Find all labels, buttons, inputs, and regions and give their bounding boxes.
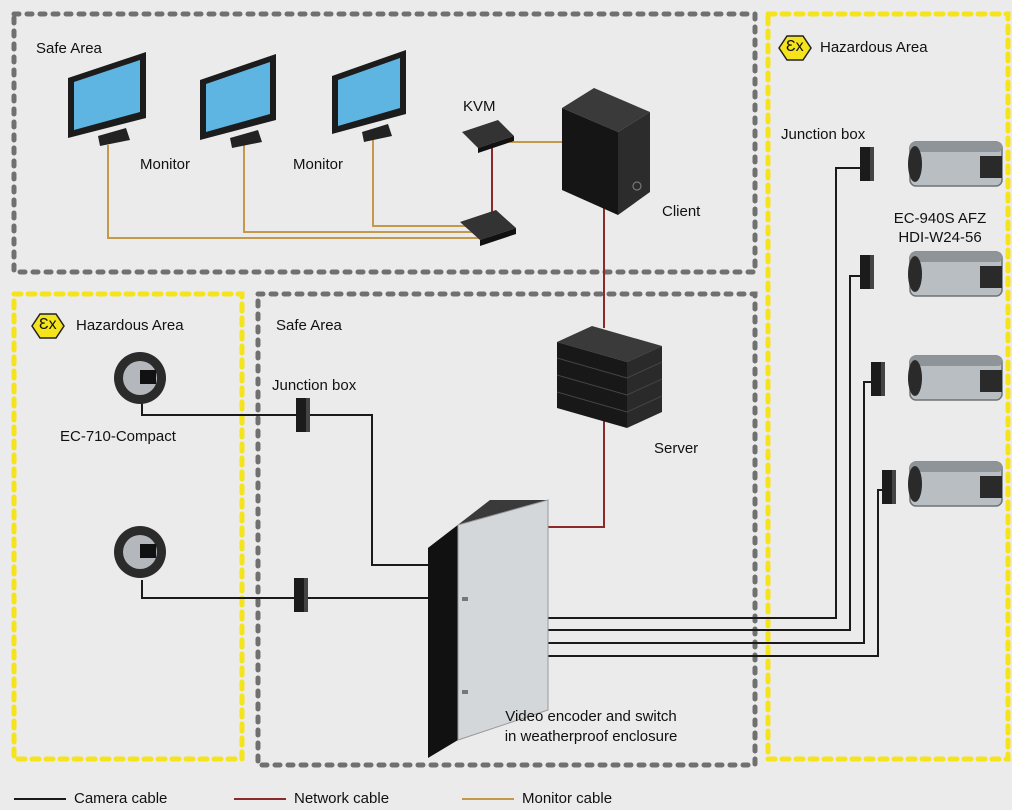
- monitor-2: [200, 54, 276, 148]
- ex-symbol-right: Ɛx: [786, 38, 804, 55]
- zone-label-right-hazard: Hazardous Area: [820, 39, 928, 56]
- junction-box-right-2: [860, 255, 874, 289]
- zone-label-top-safe: Safe Area: [36, 40, 102, 57]
- monitor-1-label: Monitor: [140, 156, 191, 173]
- zone-top-safe-border: [11, 11, 758, 275]
- client-pc: [562, 88, 650, 215]
- client-label: Client: [662, 203, 701, 220]
- compact-camera-2: [114, 526, 166, 578]
- encoder-label-line1: Video encoder and switch: [505, 708, 677, 725]
- monitor-2-label: Monitor: [293, 156, 344, 173]
- legend-camera-label: Camera cable: [74, 790, 168, 807]
- server-label: Server: [654, 440, 699, 457]
- legend-network-label: Network cable: [294, 790, 390, 807]
- server: [556, 326, 663, 428]
- junction-box-right-4: [882, 470, 896, 504]
- compact-camera-1: [114, 352, 166, 404]
- video-encoder-enclosure: [428, 499, 549, 758]
- legend-network-swatch: [234, 797, 286, 800]
- camera-model-line1: EC-940S AFZ: [893, 210, 987, 227]
- junction-box-right-label: Junction box: [781, 126, 866, 143]
- bullet-camera-3: [908, 355, 1003, 401]
- monitor-cables: [107, 140, 602, 239]
- encoder-label-line2: in weatherproof enclosure: [504, 728, 678, 745]
- zone-label-bottom-safe: Safe Area: [276, 317, 342, 334]
- legend-camera-cable: Camera cable: [14, 790, 167, 807]
- compact-camera-label: EC-710-Compact: [60, 428, 176, 445]
- legend-camera-swatch: [14, 797, 66, 800]
- camera-cables: [141, 167, 884, 657]
- ex-badge-left: [31, 313, 65, 339]
- legend-monitor-swatch: [462, 797, 514, 800]
- monitor-3: [332, 50, 406, 142]
- bullet-camera-1: [908, 141, 1003, 187]
- bullet-camera-4: [908, 461, 1003, 507]
- zone-left-hazard-border: [11, 291, 245, 762]
- junction-box-left-1: [296, 398, 310, 432]
- junction-box-left-2: [294, 578, 308, 612]
- kvm-device: [462, 120, 514, 153]
- zone-label-left-hazard: Hazardous Area: [76, 317, 184, 334]
- kvm-label: KVM: [463, 98, 496, 115]
- network-cables: [491, 142, 605, 528]
- bullet-camera-2: [908, 251, 1003, 297]
- ex-badge-right: [778, 35, 812, 61]
- ex-symbol-left: Ɛx: [39, 316, 57, 333]
- junction-box-left-label: Junction box: [272, 377, 357, 394]
- junction-box-right-1: [860, 147, 874, 181]
- camera-model-line2: HDI-W24-56: [898, 229, 982, 246]
- junction-box-right-3: [871, 362, 885, 396]
- zone-bottom-safe-border: [255, 291, 758, 768]
- kvm-switch-lower: [460, 210, 516, 246]
- legend-monitor-label: Monitor cable: [522, 790, 613, 807]
- zone-right-hazard-border: [765, 11, 1011, 762]
- legend-monitor-cable: Monitor cable: [462, 790, 612, 807]
- legend-network-cable: Network cable: [234, 790, 389, 807]
- monitor-1: [68, 52, 146, 146]
